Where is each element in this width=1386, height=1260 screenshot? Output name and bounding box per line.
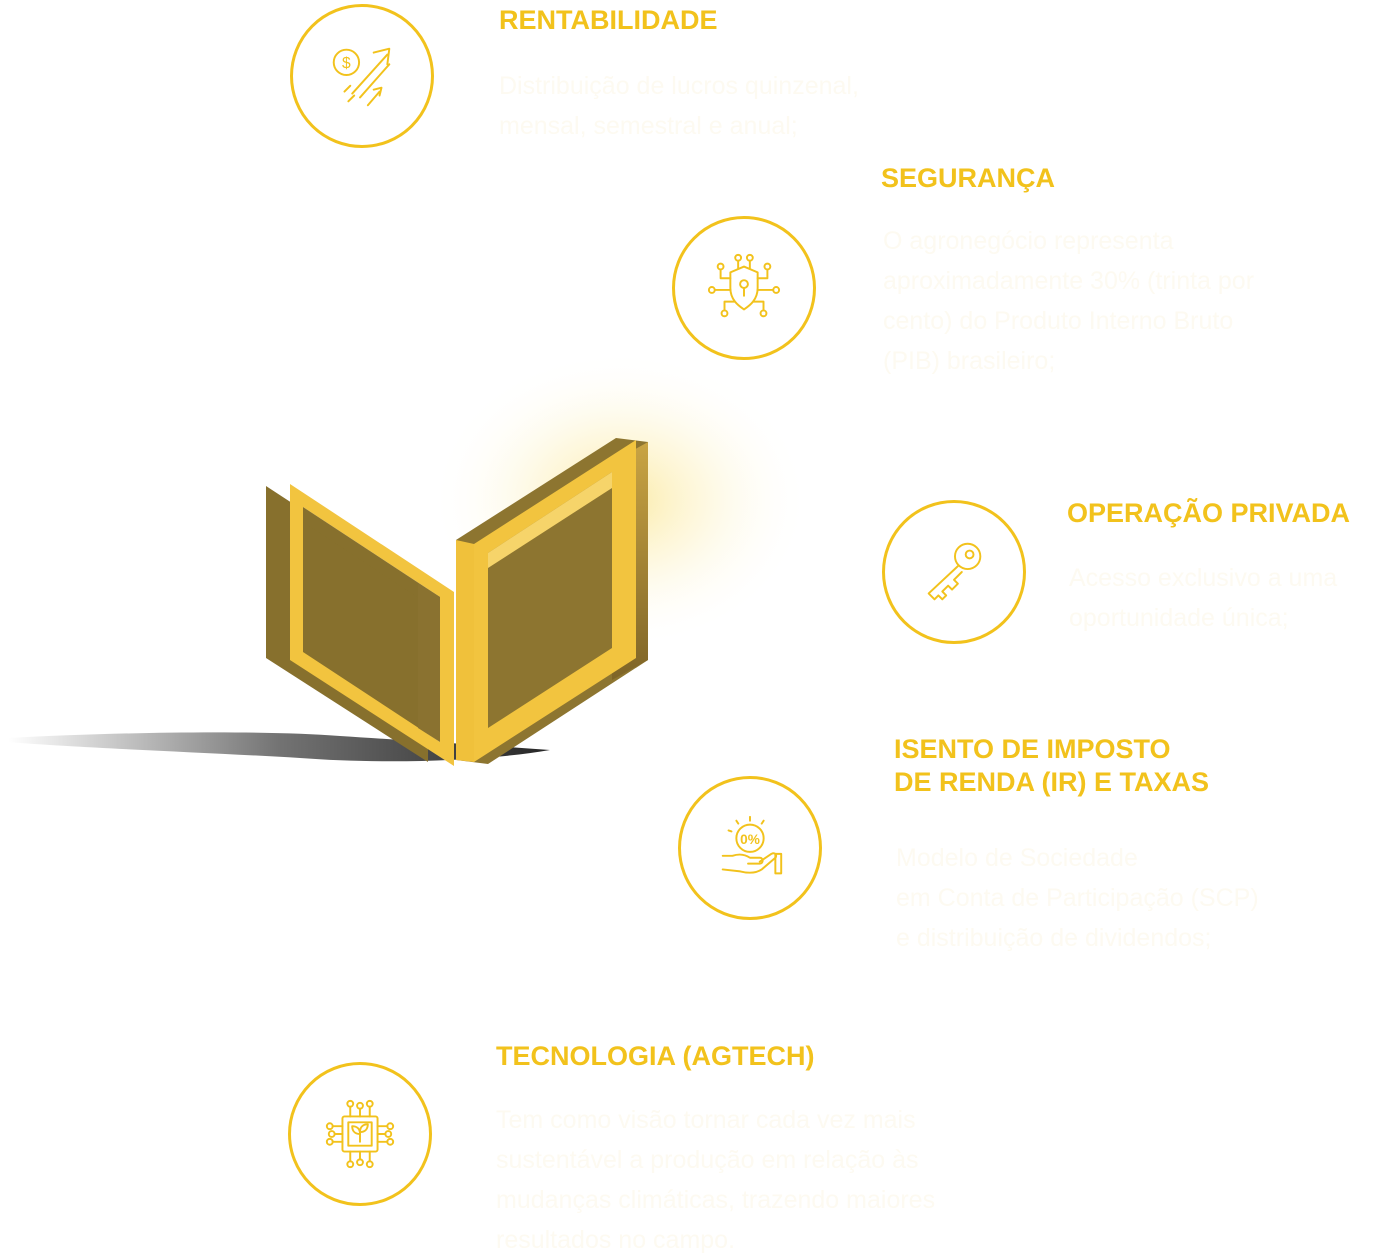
profit-growth-icon: $: [332, 47, 391, 107]
svg-text:0%: 0%: [740, 832, 760, 847]
profit-icon-circle: $: [290, 4, 434, 148]
feature-title-operacao-privada: OPERAÇÃO PRIVADA: [1067, 498, 1351, 528]
feature-desc-seguranca: O agronegócio representa aproximadamente…: [883, 227, 1255, 375]
feature-desc-tecnologia: Tem como visão tornar cada vez mais sust…: [496, 1106, 936, 1254]
security-icon-circle: [672, 216, 816, 360]
feature-title-rentabilidade: RENTABILIDADE: [499, 5, 718, 35]
private-operation-icon-circle: [882, 500, 1026, 644]
feature-title-seguranca: SEGURANÇA: [881, 163, 1056, 193]
tax-exempt-hand-icon: 0%: [721, 815, 783, 875]
svg-text:$: $: [342, 55, 351, 72]
security-shield-icon: [707, 253, 781, 318]
feature-title-tecnologia: TECNOLOGIA (AGTECH): [496, 1041, 815, 1071]
tax-exempt-icon-circle: 0%: [678, 776, 822, 920]
agtech-icon-circle: [288, 1062, 432, 1206]
feature-desc-operacao-privada: Acesso exclusivo a uma oportunidade únic…: [1069, 564, 1338, 632]
key-icon: [927, 542, 982, 601]
gold-3d-logo: [0, 330, 810, 810]
feature-desc-isento: Modelo de Sociedade em Conta de Particip…: [896, 844, 1259, 952]
agtech-chip-icon: [325, 1099, 395, 1169]
feature-title-isento: ISENTO DE IMPOSTO DE RENDA (IR) E TAXAS: [894, 734, 1210, 797]
book-logo-icon: [8, 350, 810, 766]
feature-desc-rentabilidade: Distribuição de lucros quinzenal, mensal…: [499, 72, 859, 140]
